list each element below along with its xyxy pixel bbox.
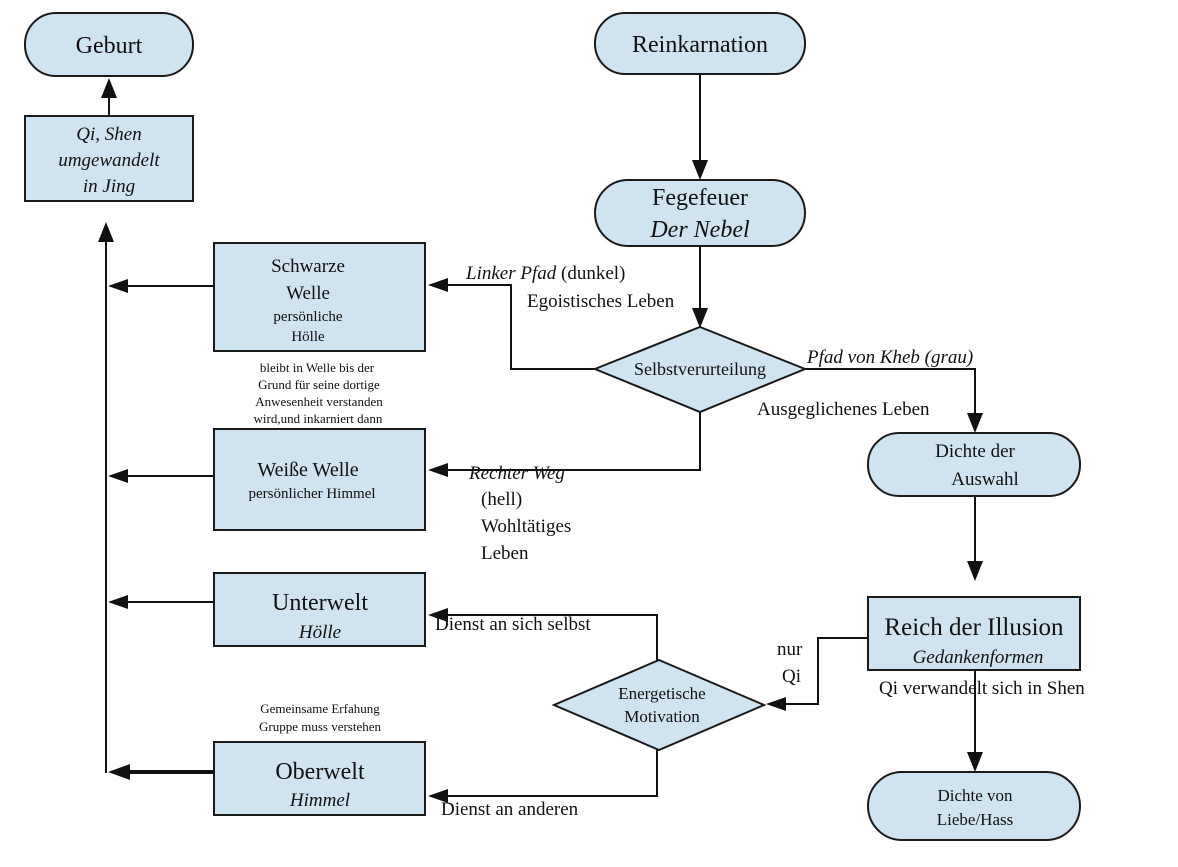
arrowhead-oberwelt-to-trunk [108,764,130,780]
arrowhead-to-weisse [428,463,448,477]
label-hell: (hell) [481,489,522,510]
note-bleibt-line-2: Grund für seine dortige [258,377,380,392]
arrowhead-schwarze-to-trunk [108,279,128,293]
node-weisse-welle: Weiße Welle persönlicher Himmel [213,428,426,531]
connector-illusion-to-motivation [786,637,868,705]
node-energetische-motivation-line-1: Energetische [618,684,705,703]
node-weisse-welle-subtitle: persönlicher Himmel [248,486,375,502]
node-geburt-label: Geburt [76,33,143,59]
label-linker-pfad-rest: (dunkel) [556,263,625,284]
node-energetische-motivation-shape [551,658,767,752]
arrowhead-to-liebe [967,752,983,772]
connector-motivation-to-unterwelt [448,614,658,660]
note-bleibt-line-4: wird,und inkarniert dann [254,411,383,426]
label-linker-pfad: Linker Pfad (dunkel) [465,263,625,284]
node-dichte-liebe: Dichte von Liebe/Hass [867,771,1081,841]
node-dichte-auswahl-line-2: Auswahl [951,469,1019,490]
node-qi-box-line-3: in Jing [83,176,135,197]
note-gemeinsame-line-2: Gruppe muss verstehen [259,719,382,734]
node-fegefeuer-title: Fegefeuer [652,185,748,211]
arrowhead-to-unterwelt [428,608,448,622]
arrowhead-to-schwarze [428,278,448,292]
label-linker-pfad-italic: Linker Pfad [465,263,557,284]
arrowhead-to-selbst [692,308,708,328]
node-schwarze-welle-line-4: Hölle [291,329,325,345]
node-unterwelt-shape [213,572,426,647]
node-fegefeuer-subtitle: Der Nebel [649,217,750,243]
node-unterwelt-title: Unterwelt [272,590,368,616]
node-fegefeuer: Fegefeuer Der Nebel [594,179,806,247]
label-pfad-kheb: Pfad von Kheb (grau) [806,347,973,368]
node-schwarze-welle-line-1: Schwarze [271,256,345,277]
node-fegefeuer-shape [594,179,806,247]
node-selbstverurteilung-shape [592,325,808,414]
arrowhead-unterwelt-to-trunk [108,595,128,609]
connector-selbst-to-schwarze [448,284,595,370]
node-reinkarnation: Reinkarnation [594,12,806,75]
arrowhead-to-illusion [967,561,983,581]
node-weisse-welle-title: Weiße Welle [257,459,358,481]
label-leben: Leben [481,543,529,564]
node-selbstverurteilung-label: Selbstverurteilung [634,359,766,379]
node-geburt: Geburt [24,12,194,77]
node-weisse-welle-shape [213,428,426,531]
node-qi-box: Qi, Shen umgewandelt in Jing [24,115,194,202]
node-schwarze-welle-line-3: persönliche [273,309,342,325]
node-reich-illusion: Reich der Illusion Gedankenformen [867,596,1081,671]
connector-motivation-to-oberwelt [448,750,658,797]
node-oberwelt-shape [213,741,426,816]
node-reinkarnation-label: Reinkarnation [632,32,768,58]
node-selbstverurteilung: Selbstverurteilung [592,325,808,414]
note-gemeinsame: Gemeinsame Erfahung Gruppe muss verstehe… [259,701,382,734]
label-qi: Qi [782,666,801,687]
note-bleibt-line-3: Anwesenheit verstanden [255,394,383,409]
node-unterwelt: Unterwelt Hölle [213,572,426,647]
node-schwarze-welle-line-2: Welle [286,283,330,304]
node-geburt-shape [24,12,194,77]
node-oberwelt-subtitle: Himmel [289,790,350,811]
label-dienst-anderen: Dienst an anderen [441,799,579,820]
node-dichte-liebe-line-1: Dichte von [937,786,1013,805]
arrowhead-to-auswahl [967,413,983,433]
node-reich-illusion-subtitle: Gedankenformen [913,647,1044,668]
node-qi-box-line-2: umgewandelt [58,150,160,171]
connector-selbst-to-weisse [448,412,701,471]
node-dichte-auswahl: Dichte der Auswahl [867,432,1081,497]
note-gemeinsame-line-1: Gemeinsame Erfahung [260,701,380,716]
node-dichte-liebe-line-2: Liebe/Hass [937,810,1013,829]
label-qi-verwandelt: Qi verwandelt sich in Shen [879,678,1085,699]
arrowhead-weisse-to-trunk [108,469,128,483]
connector-selbst-to-auswahl [805,368,976,414]
label-nur: nur [777,639,803,660]
node-energetische-motivation-line-2: Motivation [624,707,700,726]
label-rechter-weg: Rechter Weg [468,463,565,484]
node-energetische-motivation: Energetische Motivation [551,658,767,752]
arrowhead-to-geburt [101,78,117,98]
node-reinkarnation-shape [594,12,806,75]
node-oberwelt: Oberwelt Himmel [213,741,426,816]
node-dichte-liebe-shape [867,771,1081,841]
node-reich-illusion-shape [867,596,1081,671]
label-wohltaetiges: Wohltätiges [481,516,571,537]
node-reich-illusion-title: Reich der Illusion [884,614,1064,641]
note-bleibt: bleibt in Welle bis der Grund für seine … [254,360,384,426]
node-qi-box-shape [24,115,194,202]
node-unterwelt-subtitle: Hölle [298,622,341,643]
note-bleibt-line-1: bleibt in Welle bis der [260,360,375,375]
arrowhead-to-motivation [766,697,786,711]
node-dichte-auswahl-line-1: Dichte der [935,441,1015,462]
label-dienst-selbst: Dienst an sich selbst [435,614,591,635]
node-schwarze-welle-shape [213,242,426,352]
arrowhead-to-oberwelt [428,789,448,803]
label-ausgeglichenes: Ausgeglichenes Leben [757,399,930,420]
node-schwarze-welle: Schwarze Welle persönliche Hölle [213,242,426,352]
node-oberwelt-title: Oberwelt [275,759,365,785]
arrowhead-to-qi-box [98,222,114,242]
node-dichte-auswahl-shape [867,432,1081,497]
label-egoistisches: Egoistisches Leben [527,291,675,312]
node-qi-box-line-1: Qi, Shen [76,124,141,145]
arrowhead-to-fegefeuer [692,160,708,180]
